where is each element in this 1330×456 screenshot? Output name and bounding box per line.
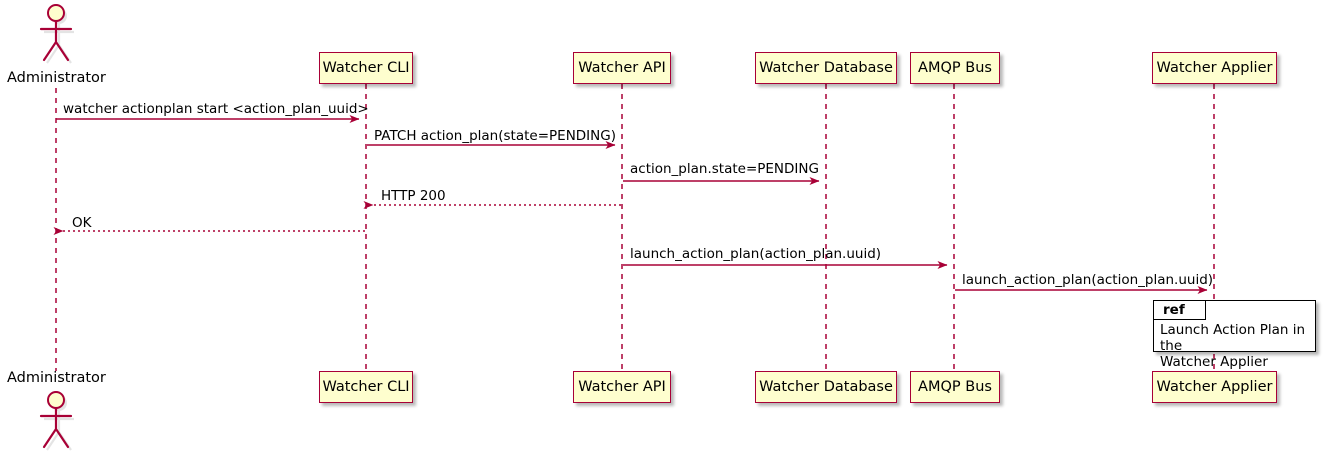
message-label-patch-action-plan: PATCH action_plan(state=PENDING) [374,128,616,144]
participant-label: AMQP Bus [918,59,992,76]
ref-fragment-operator-label: ref [1154,301,1206,320]
participant-box-watcher-cli-bottom[interactable]: Watcher CLI [319,371,413,403]
participant-label: AMQP Bus [918,378,992,395]
participant-box-watcher-applier-bottom[interactable]: Watcher Applier [1152,371,1277,403]
message-label-http-200: HTTP 200 [381,188,446,204]
message-label-launch-action-plan-to-applier: launch_action_plan(action_plan.uuid) [962,272,1214,288]
participant-box-watcher-api-top[interactable]: Watcher API [573,52,671,84]
message-label-watcher-actionplan-start: watcher actionplan start <action_plan_uu… [63,101,369,117]
message-label-ok: OK [72,215,92,231]
lifelines [55,84,1215,371]
participant-label: Watcher Applier [1156,378,1273,395]
message-label-action-plan-state-pending: action_plan.state=PENDING [630,161,819,177]
actor-administrator-bottom-glyph [39,391,74,451]
ref-fragment[interactable]: ref Launch Action Plan in the Watcher Ap… [1153,300,1316,370]
message-label-launch-action-plan-to-amqp: launch_action_plan(action_plan.uuid) [630,246,882,262]
participant-label: Watcher Database [759,378,893,395]
actor-administrator-top-glyph [39,4,74,64]
participant-box-amqp-bus-bottom[interactable]: AMQP Bus [910,371,1000,403]
actor-label-administrator-top: Administrator [7,70,106,86]
participant-label: Watcher CLI [322,378,410,395]
participant-label: Watcher Database [759,59,893,76]
participant-box-watcher-cli-top[interactable]: Watcher CLI [319,52,413,84]
participant-label: Watcher CLI [322,59,410,76]
message-arrows [53,115,1208,294]
participant-label: Watcher Applier [1156,59,1273,76]
ref-fragment-text: Launch Action Plan in the Watcher Applie… [1160,322,1306,370]
participant-box-watcher-database-bottom[interactable]: Watcher Database [755,371,897,403]
participant-box-watcher-applier-top[interactable]: Watcher Applier [1152,52,1277,84]
actor-label-administrator-bottom: Administrator [7,370,106,386]
participant-label: Watcher API [578,59,666,76]
participant-label: Watcher API [578,378,666,395]
participant-box-amqp-bus-top[interactable]: AMQP Bus [910,52,1000,84]
participant-box-watcher-api-bottom[interactable]: Watcher API [573,371,671,403]
participant-box-watcher-database-top[interactable]: Watcher Database [755,52,897,84]
